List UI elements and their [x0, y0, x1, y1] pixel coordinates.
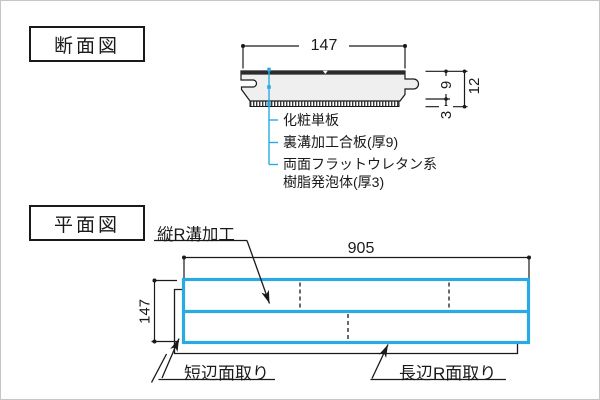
callout-label-long-edge-chamfer: 長辺R面取り — [399, 364, 497, 383]
layer-label-foam-line1: 両面フラットウレタン系 — [283, 156, 437, 172]
layer-label-foam-line2: 樹脂発泡体(厚3) — [283, 173, 385, 190]
plank-body-profile — [240, 70, 420, 102]
layer-label-plywood: 裏溝加工合板(厚9) — [283, 134, 399, 150]
section-title-box-cross-section: 断面図 — [29, 26, 145, 62]
foam-layer-hatched — [249, 100, 400, 107]
plan-dim-length-lines — [183, 256, 530, 279]
plan-drawing — [150, 239, 531, 383]
cs-dim-foam-value: 3 — [437, 105, 454, 124]
cs-dim-total-value: 12 — [465, 77, 482, 94]
layer-leader-dots — [267, 67, 271, 106]
plan-dim-width-value: 147 — [136, 298, 154, 324]
dim-dot — [182, 255, 186, 260]
cross-section-title: 断面図 — [53, 35, 120, 57]
callout-leader-lines — [150, 239, 506, 383]
joint-dashed-lines — [299, 282, 450, 340]
layer-label-veneer: 化粧単板 — [283, 111, 339, 128]
chamfer-offset-outline — [173, 288, 519, 355]
cross-section-drawing — [240, 44, 468, 166]
dim-dot — [152, 278, 157, 283]
dim-dot — [152, 339, 157, 344]
dim-dot — [527, 255, 531, 260]
dim-dot — [403, 44, 407, 48]
callout-label-short-edge-chamfer: 短辺面取り — [184, 364, 269, 383]
plan-dim-length-value: 905 — [347, 240, 375, 257]
plan-title: 平面図 — [53, 214, 120, 236]
callout-label-groove: 縦R溝加工 — [157, 226, 235, 244]
cs-dim-width-value: 147 — [299, 37, 349, 55]
cs-dim-ply-value: 9 — [437, 76, 454, 94]
section-title-box-plan: 平面図 — [29, 205, 145, 241]
dim-dot — [241, 44, 245, 48]
veneer-seam-notch — [322, 70, 328, 74]
